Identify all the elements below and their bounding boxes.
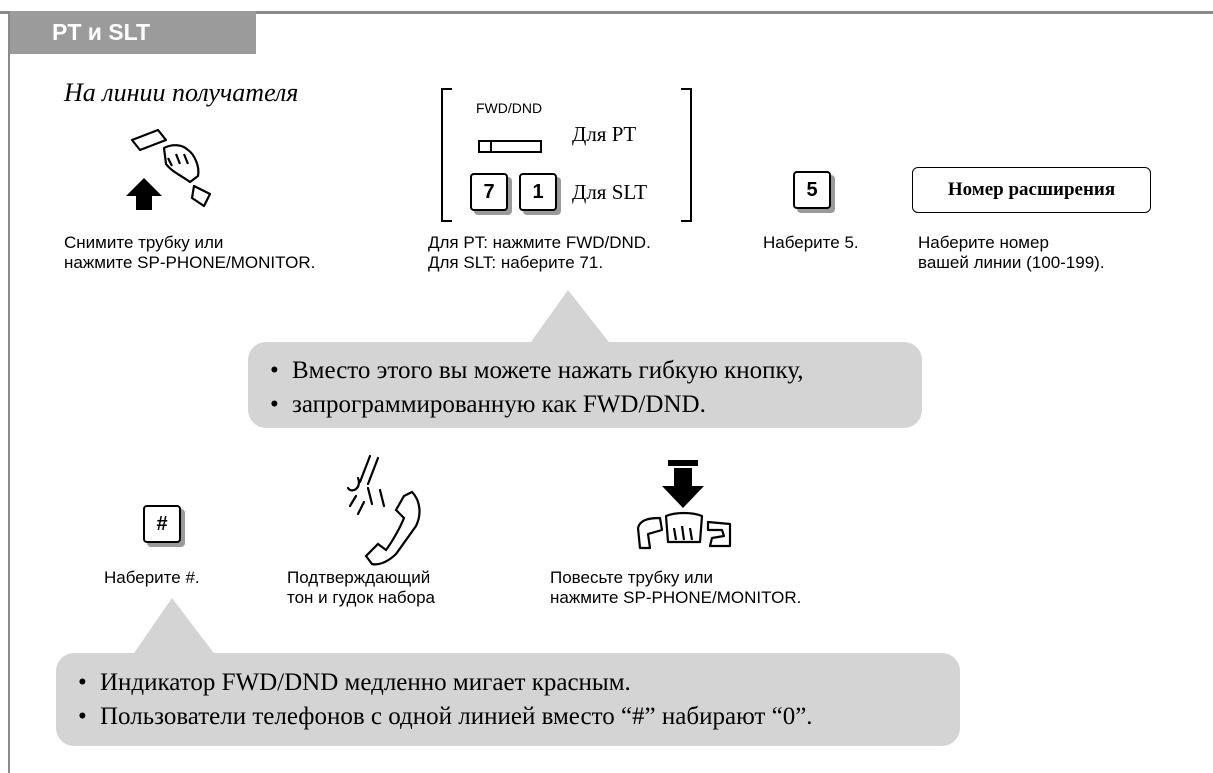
step4-caption-line1: Наберите номер: [918, 233, 1049, 252]
note2-pointer: [132, 598, 216, 656]
step2-caption: Для PT: нажмите FWD/DND. Для SLT: набери…: [428, 233, 651, 273]
note1-pointer: [528, 290, 612, 346]
step1-caption-line1: Снимите трубку или: [64, 233, 224, 252]
extension-number-box: Номер расширения: [912, 167, 1151, 213]
ringing-handset-icon: [346, 454, 421, 566]
step5-caption: Наберите #.: [104, 568, 200, 587]
note-fwd-dnd-soft-key: Вместо этого вы можете нажать гибкую кно…: [248, 342, 922, 428]
step7-caption: Повесьте трубку или нажмите SP-PHONE/MON…: [550, 568, 801, 608]
frame-top-border: [0, 11, 1213, 14]
right-bracket: [681, 88, 692, 222]
off-hook-handset-icon: [126, 128, 212, 210]
step7-caption-line1: Повесьте трубку или: [550, 568, 714, 587]
section-tab: PT и SLT: [10, 11, 256, 54]
key-1: 1: [519, 173, 557, 211]
step1-caption-line2: нажмите SP-PHONE/MONITOR.: [64, 253, 316, 272]
step4-caption: Наберите номер вашей линии (100-199).: [918, 233, 1105, 273]
note1-item-text-2: запрограммированную как FWD/DND.: [292, 391, 706, 418]
fwd-dnd-key-label: FWD/DND: [476, 100, 543, 116]
note2-item: Индикатор FWD/DND медленно мигает красны…: [76, 666, 940, 700]
key-5: 5: [793, 171, 831, 209]
note2-item-text: Пользователи телефонов с одной линией вм…: [100, 703, 813, 730]
step7-caption-line2: нажмите SP-PHONE/MONITOR.: [550, 588, 802, 607]
for-pt-label: Для PT: [572, 122, 637, 146]
frame-left-border: [8, 11, 10, 773]
note-indicator-and-single-line: Индикатор FWD/DND медленно мигает красны…: [56, 653, 960, 746]
key-hash: #: [143, 505, 181, 543]
step3-caption: Наберите 5.: [763, 233, 859, 252]
note2-item-text: Индикатор FWD/DND медленно мигает красны…: [100, 669, 631, 696]
left-bracket: [441, 88, 452, 222]
fwd-dnd-key-icon: [478, 140, 542, 153]
step6-caption: Подтверждающий тон и гудок набора: [287, 568, 435, 608]
key-7: 7: [470, 173, 508, 211]
step6-caption-line1: Подтверждающий: [287, 568, 431, 587]
note2-item: Пользователи телефонов с одной линией вм…: [76, 700, 940, 734]
step4-caption-line2: вашей линии (100-199).: [918, 253, 1105, 272]
step6-caption-line2: тон и гудок набора: [287, 588, 435, 607]
note1-item-text: Вместо этого вы можете нажать гибкую кно…: [292, 357, 804, 384]
step1-caption: Снимите трубку или нажмите SP-PHONE/MONI…: [64, 233, 315, 273]
step2-caption-line1: Для PT: нажмите FWD/DND.: [428, 233, 651, 252]
on-hook-handset-icon: [636, 460, 732, 550]
for-slt-label: Для SLT: [572, 180, 648, 204]
note1-item-continuation: запрограммированную как FWD/DND.: [268, 388, 902, 422]
section-title: На линии получателя: [64, 78, 299, 107]
note1-item: Вместо этого вы можете нажать гибкую кно…: [268, 354, 902, 388]
step2-caption-line2: Для SLT: наберите 71.: [428, 253, 604, 272]
